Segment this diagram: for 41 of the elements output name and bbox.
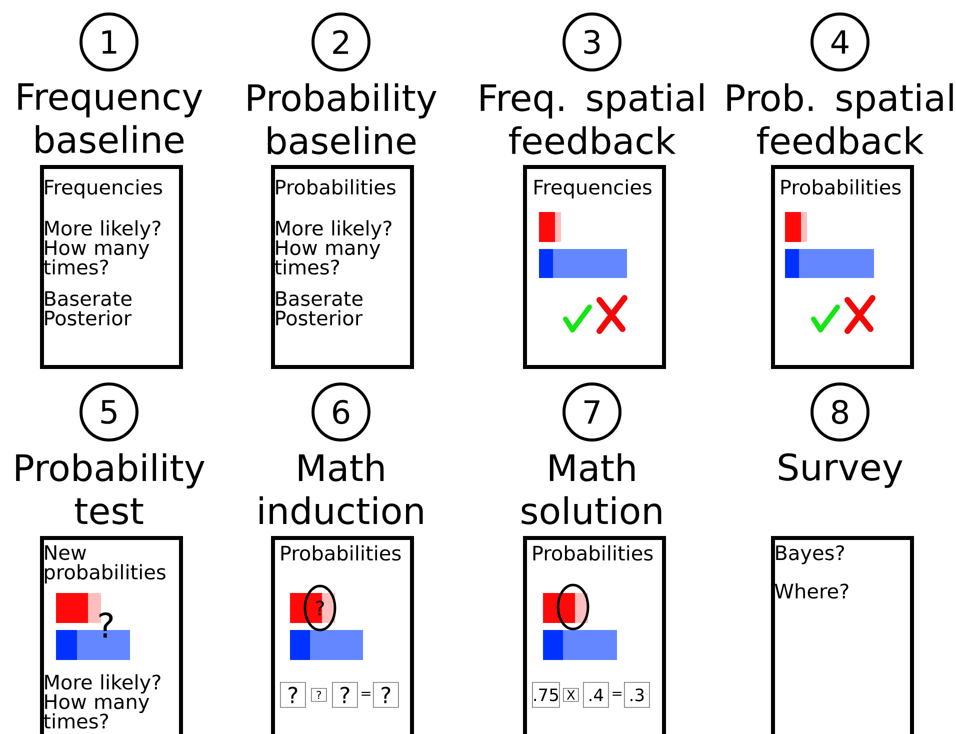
screen-text: More likely? How many times? <box>44 674 160 729</box>
highlight-ellipse <box>556 584 590 630</box>
step-number: 1 <box>80 12 138 72</box>
screen-text: Bayes? <box>776 545 844 564</box>
answer-box: ? <box>332 682 358 708</box>
step-number: 8 <box>810 382 870 442</box>
screen-text: Baserate Posterior <box>276 291 363 326</box>
step-number: 4 <box>810 12 870 72</box>
heading: Freq. spatial feedback <box>480 83 704 154</box>
screen-text: Probabilities <box>533 545 653 561</box>
equals-sign: = <box>612 692 622 696</box>
heading: Probability test <box>16 453 204 524</box>
heading: Prob. spatial feedback <box>727 83 953 154</box>
step-number: 3 <box>562 12 622 72</box>
screen-text: More likely? How many times? <box>274 220 392 275</box>
screen-text: More likely? How many times? <box>44 220 160 275</box>
heading: Math induction <box>260 453 423 524</box>
heading: Frequency baseline <box>18 83 202 154</box>
answer-box: ? <box>373 682 399 708</box>
step-number: 2 <box>312 12 370 72</box>
screen-text: Probabilities <box>281 545 401 561</box>
screen-text: Probabilities <box>276 179 396 195</box>
screen-text: Frequencies <box>45 179 162 199</box>
answer-box: .75 <box>532 682 560 708</box>
answer-box: ? <box>311 688 327 702</box>
answer-box: X <box>563 688 579 702</box>
screen-text: Where? <box>774 583 848 599</box>
screen-text: New probabilities <box>45 545 166 584</box>
step-number: 5 <box>80 382 138 442</box>
step-number: 6 <box>312 382 370 442</box>
step-number: 7 <box>562 382 622 442</box>
answer-box: ? <box>280 682 306 708</box>
answer-box: .4 <box>583 682 609 708</box>
heading: Survey <box>778 453 902 488</box>
heading: Math solution <box>522 453 662 524</box>
screen-text: Probabilities <box>781 179 901 195</box>
answer-box: .3 <box>624 682 650 708</box>
screen-text: Frequencies <box>534 179 652 199</box>
screen-text: Baserate Posterior <box>45 291 132 326</box>
heading: Probability baseline <box>248 83 436 154</box>
equals-sign: = <box>362 692 370 696</box>
